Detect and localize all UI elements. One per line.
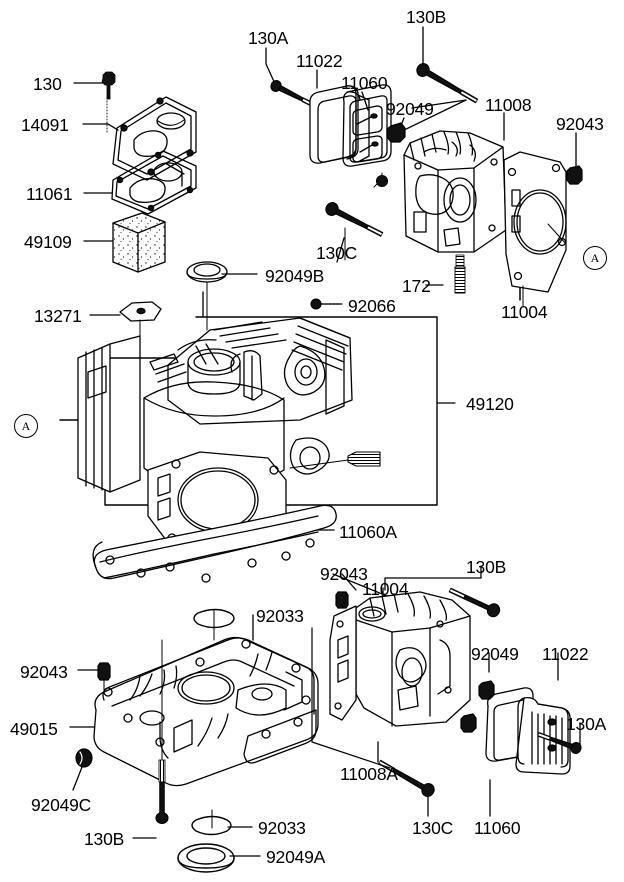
part-label-130c-top: 130C	[316, 243, 358, 263]
part-label-130: 130	[33, 74, 62, 94]
part-label-92043-top: 92043	[556, 114, 604, 134]
part-label-130b-bottom: 130B	[84, 829, 125, 849]
part-label-11008a: 11008A	[340, 764, 398, 784]
part-label-11060a: 11060A	[339, 522, 397, 542]
part-label-92043-br: 92043	[320, 564, 368, 584]
part-label-14091: 14091	[21, 115, 69, 135]
part-label-92043-left: 92043	[20, 662, 68, 682]
part-label-92049-br: 92049	[471, 644, 519, 664]
part-label-11061: 11061	[26, 184, 73, 204]
part-label-11008: 11008	[485, 95, 532, 115]
part-label-49109: 49109	[24, 232, 72, 252]
part-label-130c-br: 130C	[412, 818, 454, 838]
part-label-11022-top: 11022	[296, 51, 343, 71]
part-label-49015: 49015	[10, 719, 58, 739]
part-label-130b-br: 130B	[466, 557, 507, 577]
part-label-92049-top: 92049	[386, 99, 434, 119]
part-label-92049b: 92049B	[265, 266, 325, 286]
part-label-11004-br: 11004	[362, 579, 409, 599]
part-label-92066: 92066	[348, 296, 396, 316]
part-label-92049c: 92049C	[31, 795, 92, 815]
part-label-92033-lower: 92033	[258, 818, 306, 838]
part-label-11022-br: 11022	[542, 644, 589, 664]
part-label-11060-top: 11060	[341, 73, 388, 93]
part-label-130a-br: 130A	[566, 714, 607, 734]
part-label-11060-br: 11060	[474, 818, 521, 838]
part-label-130a-top: 130A	[248, 28, 289, 48]
part-label-130b-top: 130B	[406, 7, 447, 27]
reference-mark-a-left: A	[14, 414, 38, 438]
part-label-11004-top: 11004	[501, 302, 548, 322]
part-label-92049a: 92049A	[266, 847, 326, 867]
part-label-13271: 13271	[34, 306, 82, 326]
part-label-172: 172	[402, 276, 431, 296]
part-label-92033-upper: 92033	[256, 606, 304, 626]
part-label-49120: 49120	[466, 394, 514, 414]
reference-mark-a-right: A	[583, 246, 607, 270]
